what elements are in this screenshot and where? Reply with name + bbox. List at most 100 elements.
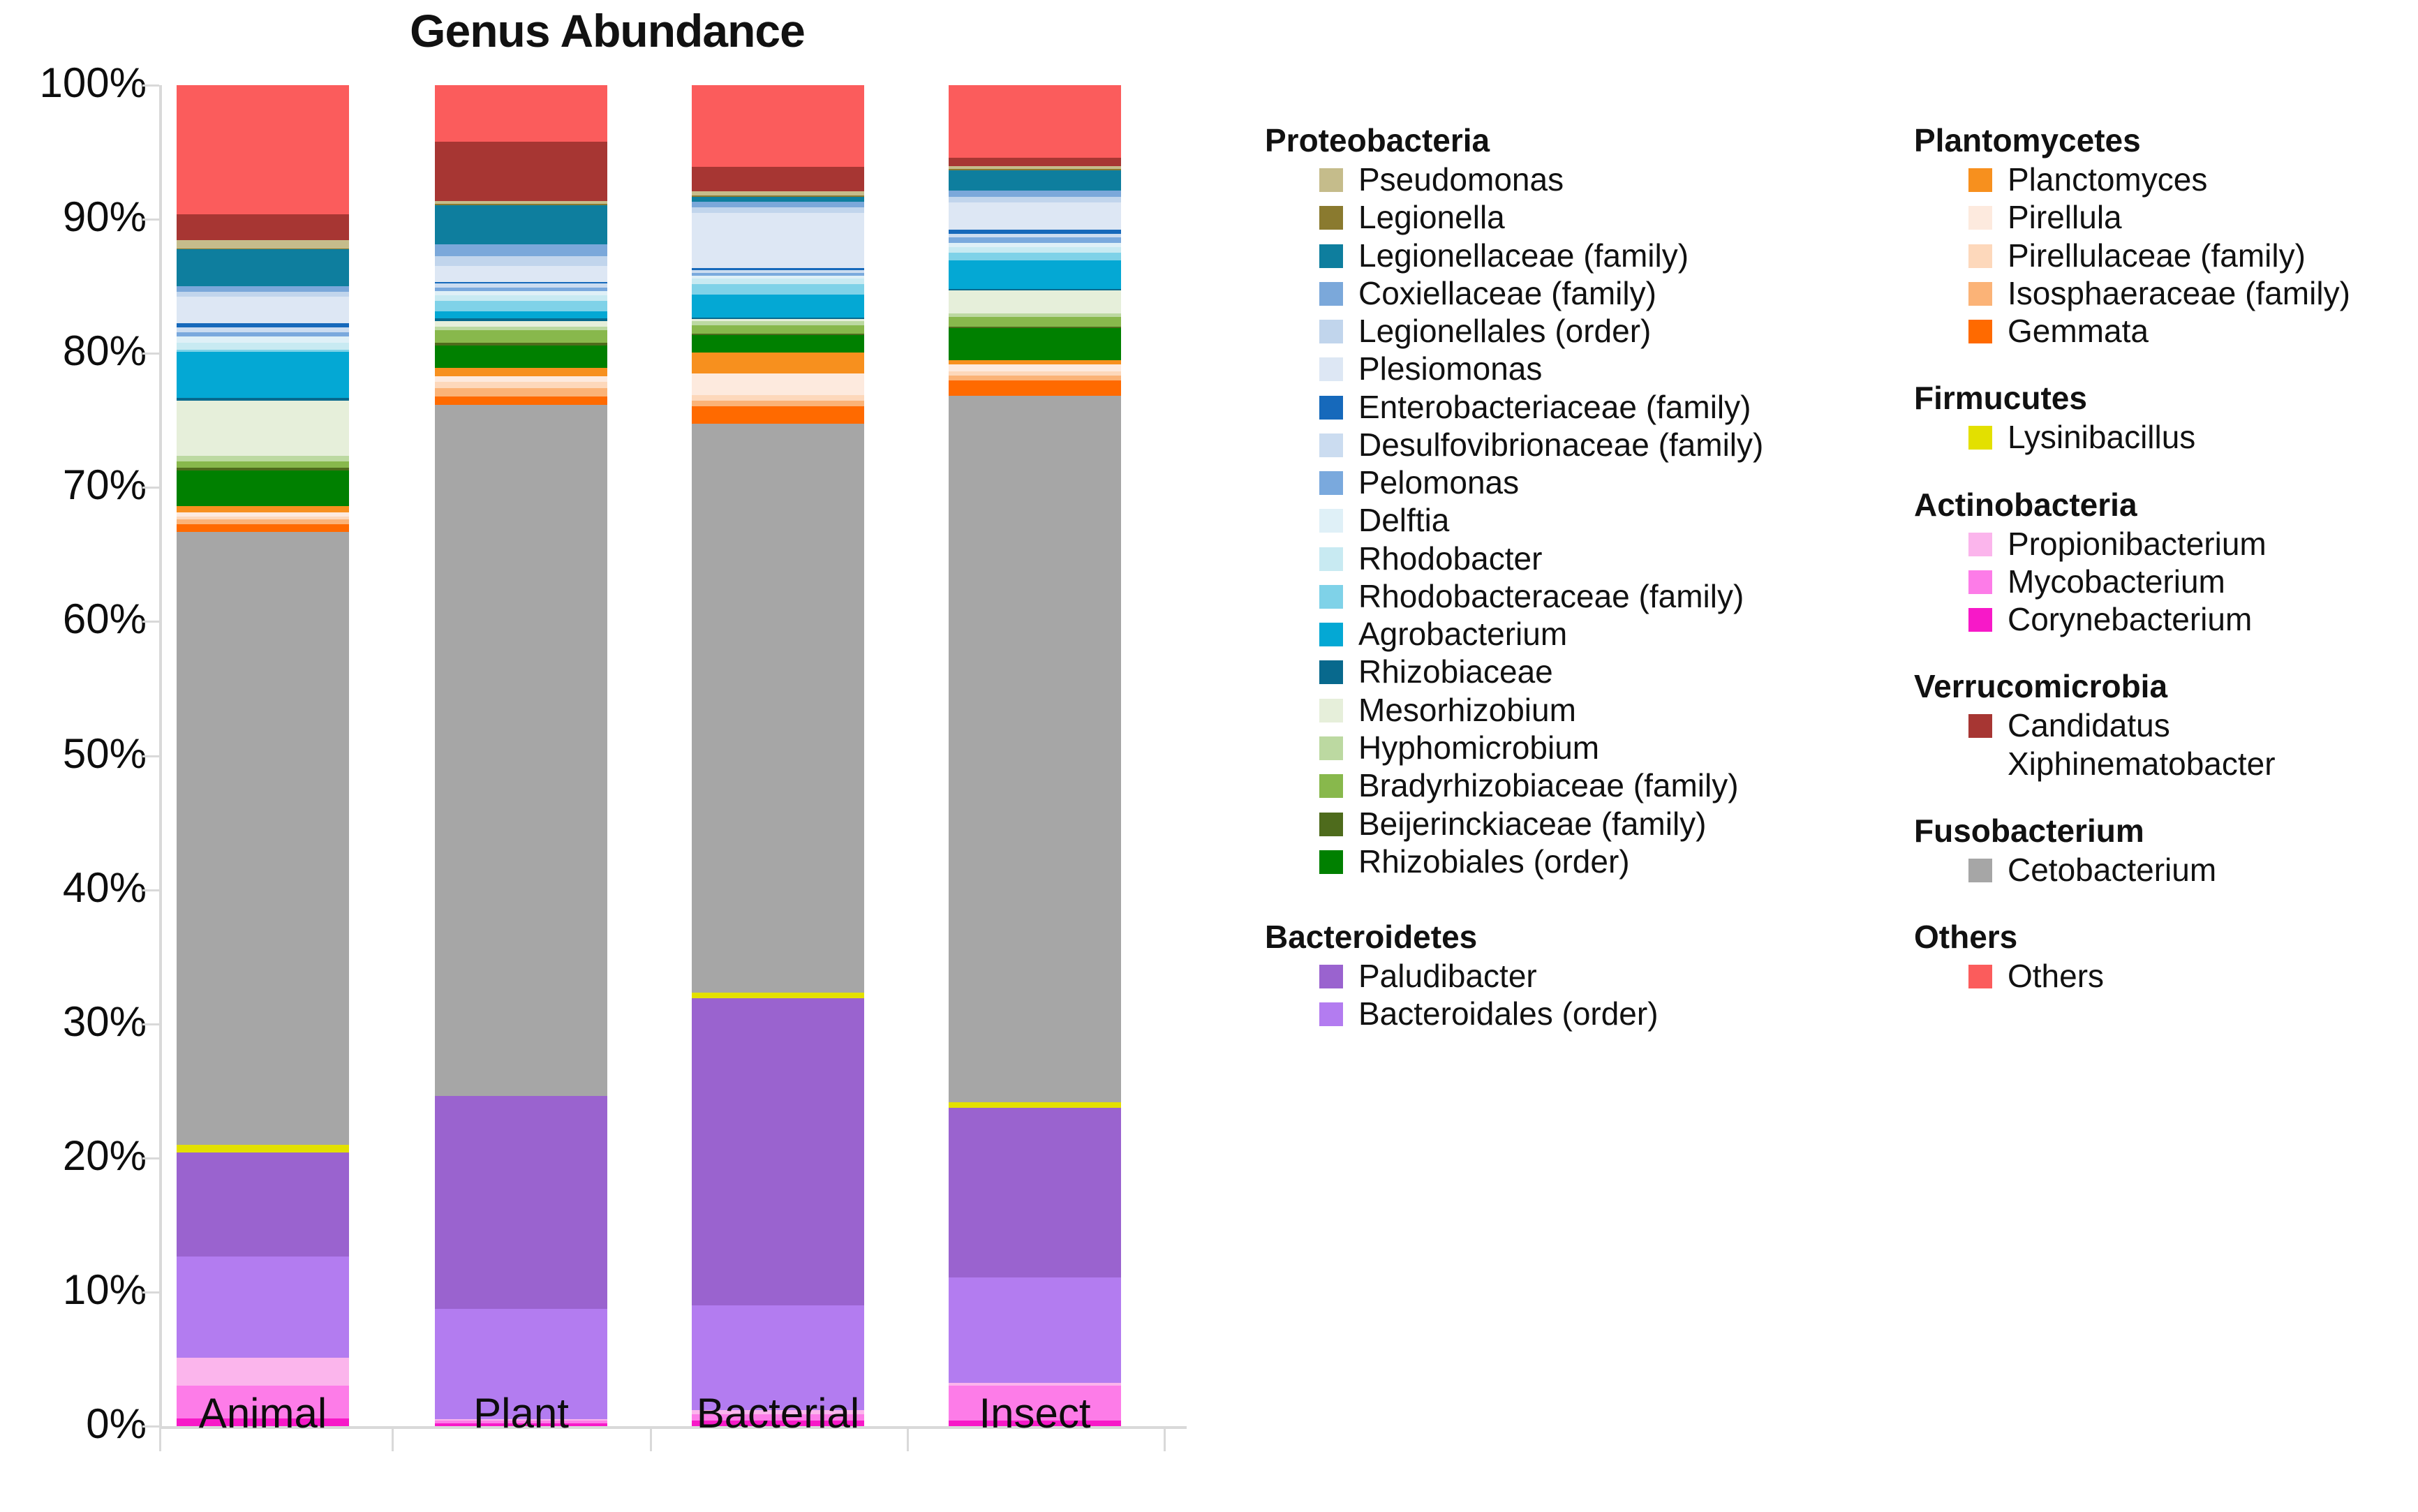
bar-segment (692, 1414, 864, 1421)
legend-item[interactable]: Agrobacterium (1319, 615, 1893, 653)
bar-segment (177, 1418, 349, 1426)
legend-item[interactable]: Enterobacteriaceae (family) (1319, 388, 1893, 426)
legend-item[interactable]: Bradyrhizobiaceae (family) (1319, 766, 1893, 804)
legend-item[interactable]: Paludibacter (1319, 957, 1893, 995)
bar-segment (435, 281, 607, 283)
bar-segment (177, 512, 349, 517)
bar-segment (692, 278, 864, 284)
bar-segment (177, 398, 349, 401)
legend-item[interactable]: Legionella (1319, 198, 1893, 236)
legend-item[interactable]: Coxiellaceae (family) (1319, 274, 1893, 312)
y-axis-tick-label: 70% (62, 461, 147, 509)
legend-item[interactable]: Corynebacterium (1968, 600, 2417, 638)
bar-animal (177, 85, 349, 1426)
legend-group-spacer (1914, 889, 2417, 921)
legend-item-label: Legionellaceae (family) (1358, 237, 1689, 274)
legend-item-label: Legionellales (order) (1358, 313, 1652, 350)
legend-item[interactable]: Delftia (1319, 501, 1893, 539)
bar-segment (177, 519, 349, 525)
bar-segment (177, 214, 349, 241)
bar-segment (435, 300, 607, 312)
legend-item[interactable]: Plesiomonas (1319, 350, 1893, 387)
bar-segment (435, 1419, 607, 1421)
legend-swatch-icon (1319, 965, 1343, 989)
legend-group-title: Firmucutes (1914, 380, 2087, 417)
legend-item[interactable]: Propionibacterium (1968, 525, 2417, 563)
legend-item[interactable]: Pseudomonas (1319, 161, 1893, 198)
legend-item[interactable]: Bacteroidales (order) (1319, 995, 1893, 1032)
legend-item[interactable]: Rhodobacter (1319, 540, 1893, 577)
legend-item-label: Coxiellaceae (family) (1358, 274, 1656, 311)
legend-swatch-icon (1968, 714, 1992, 739)
legend-item[interactable]: Pirellula (1968, 198, 2417, 236)
x-axis-tick (907, 1429, 909, 1451)
legend-item[interactable]: Lysinibacillus (1968, 418, 2417, 456)
y-axis-tick (142, 487, 159, 489)
legend-item-label: Gemmata (2008, 313, 2149, 350)
bar-segment (177, 352, 349, 399)
legend-item[interactable]: Desulfovibrionaceae (family) (1319, 426, 1893, 464)
bar-segment (177, 401, 349, 457)
legend-item-label: Legionella (1358, 199, 1505, 236)
bar-segment (435, 376, 607, 382)
legend-group-spacer (1265, 1033, 1893, 1061)
legend-item[interactable]: Candidatus Xiphinematobacter (1968, 706, 2417, 783)
x-axis-tick (159, 1429, 161, 1451)
page-title: Genus Abundance (410, 5, 806, 57)
legend-swatch-icon (1968, 532, 1992, 556)
bar-segment (177, 332, 349, 336)
legend-item[interactable]: Legionellaceae (family) (1319, 237, 1893, 274)
bar-segment (949, 375, 1121, 381)
bar-segment (949, 243, 1121, 247)
x-axis-label-plant: Plant (473, 1390, 569, 1437)
bar-bacterial (692, 85, 864, 1426)
legend-item[interactable]: Others (1968, 957, 2417, 995)
bar-segment (435, 201, 607, 204)
legend-item[interactable]: Planctomyces (1968, 161, 2417, 198)
bar-segment (692, 202, 864, 207)
legend-item-label: Corynebacterium (2008, 601, 2253, 638)
x-axis-tick (650, 1429, 652, 1451)
legend-swatch-icon (1319, 244, 1343, 268)
y-axis-tick (142, 621, 159, 623)
legend-swatch-icon (1319, 584, 1343, 609)
legend-item[interactable]: Rhizobiales (order) (1319, 843, 1893, 880)
legend-swatch-icon (1319, 281, 1343, 306)
bar-segment (177, 505, 349, 513)
legend-item[interactable]: Pelomonas (1319, 464, 1893, 501)
bar-segment (692, 207, 864, 213)
bar-segment (177, 286, 349, 292)
legend-item[interactable]: Cetobacterium (1968, 851, 2417, 889)
legend-item[interactable]: Legionellales (order) (1319, 312, 1893, 350)
bar-segment (949, 1277, 1121, 1384)
bar-segment (435, 318, 607, 321)
x-axis-label-insect: Insect (979, 1390, 1091, 1437)
bar-segment (692, 318, 864, 322)
legend-item[interactable]: Pirellulaceae (family) (1968, 237, 2417, 274)
bar-segment (177, 516, 349, 519)
legend-item-label: Pirellula (2008, 199, 2122, 236)
bar-segment (177, 349, 349, 353)
y-axis-tick (142, 1023, 159, 1025)
legend-item[interactable]: Isosphaeraceae (family) (1968, 274, 2417, 312)
legend-group-spacer (1914, 350, 2417, 382)
bar-insect (949, 85, 1121, 1426)
legend-item[interactable]: Rhodobacteraceae (family) (1319, 577, 1893, 615)
y-axis-tick (142, 755, 159, 757)
legend-item[interactable]: Rhizobiaceae (1319, 653, 1893, 690)
y-axis-tick (142, 84, 159, 87)
legend-item[interactable]: Gemmata (1968, 312, 2417, 350)
legend-item[interactable]: Mesorhizobium (1319, 691, 1893, 729)
legend-item-label: Rhodobacter (1358, 540, 1543, 577)
legend-item[interactable]: Beijerinckiaceae (family) (1319, 805, 1893, 843)
bar-segment (949, 252, 1121, 261)
legend-swatch-icon (1319, 774, 1343, 799)
legend-group-spacer (1914, 638, 2417, 670)
y-axis-tick (142, 889, 159, 891)
bar-segment (692, 195, 864, 197)
legend-item[interactable]: Hyphomicrobium (1319, 729, 1893, 766)
y-axis-tick-label: 50% (62, 729, 147, 777)
y-axis-tick-label: 80% (62, 327, 147, 375)
legend-item[interactable]: Mycobacterium (1968, 563, 2417, 600)
